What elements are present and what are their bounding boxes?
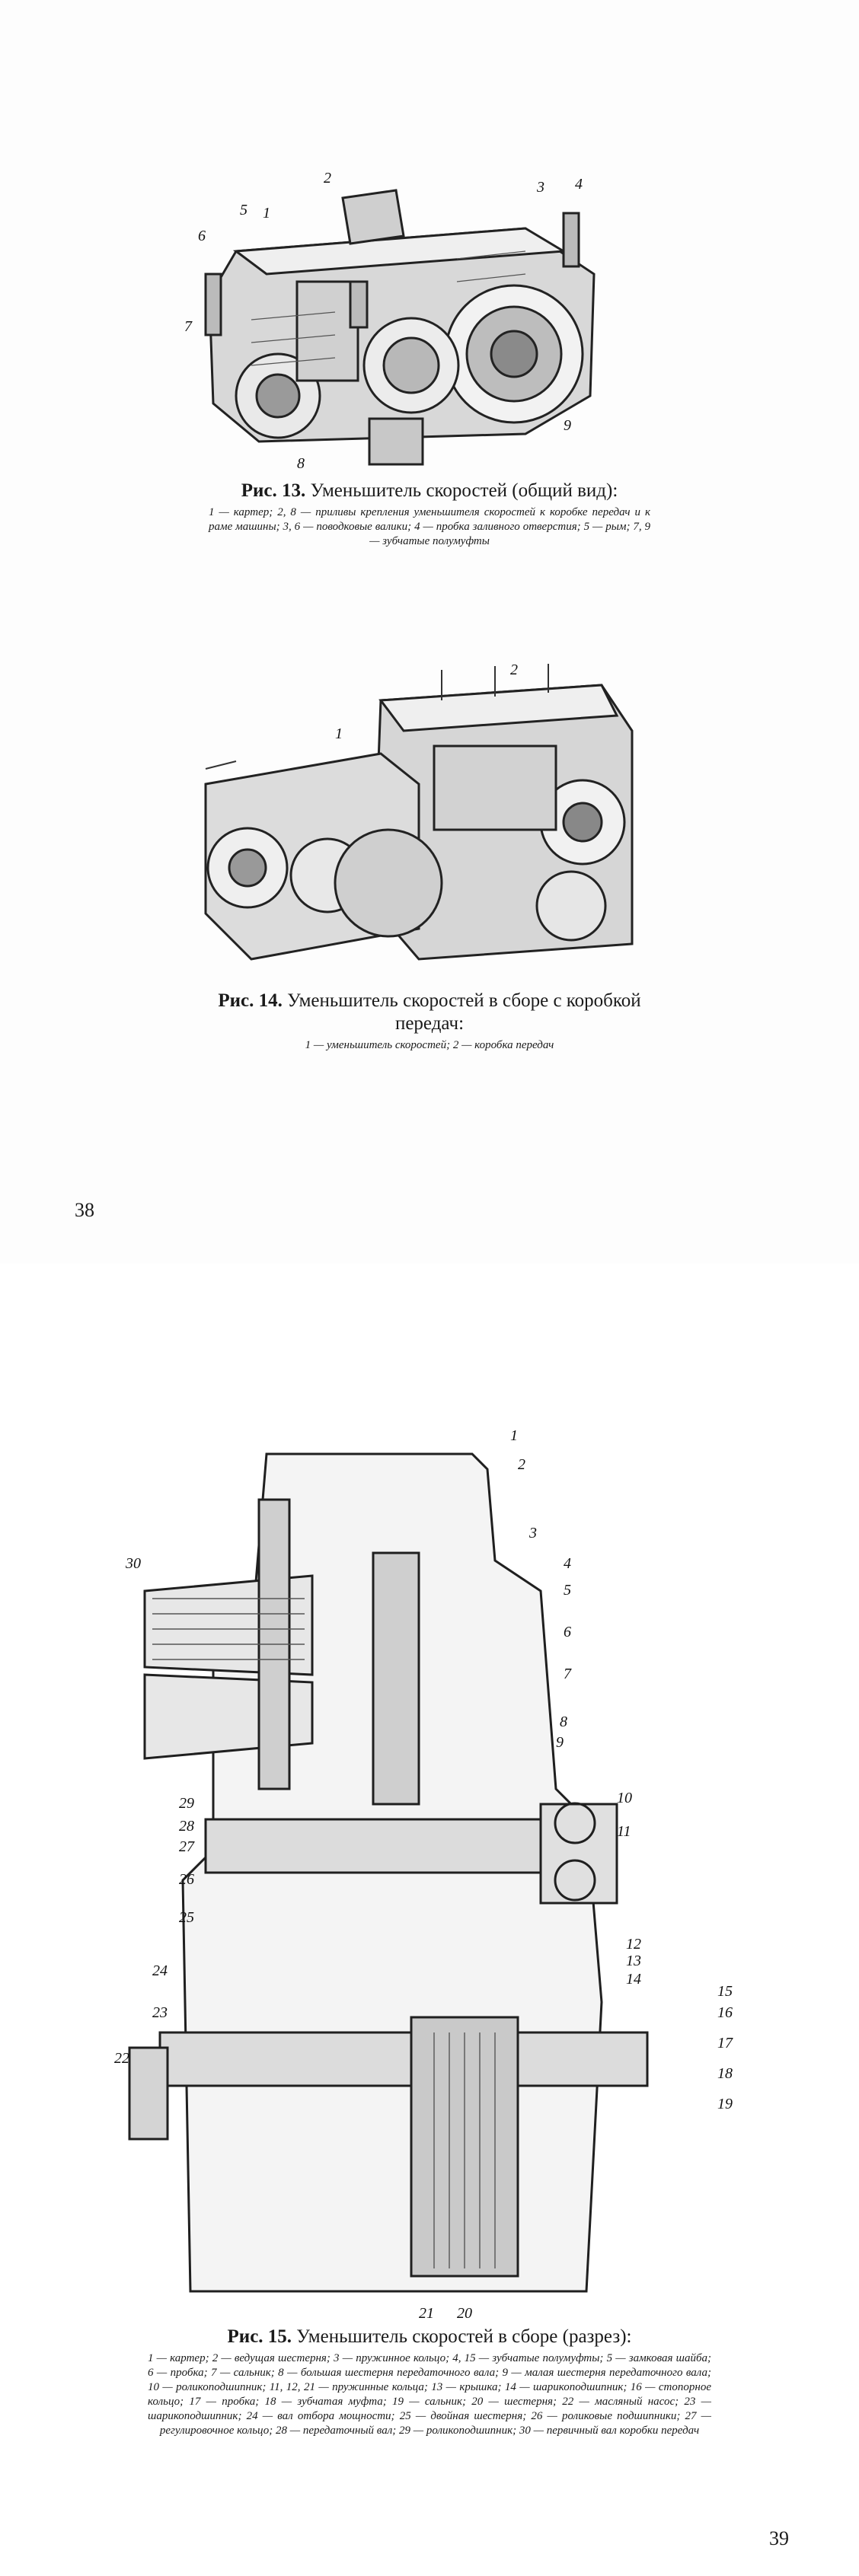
- fig15-label: Рис. 15.: [227, 2326, 292, 2347]
- callout-2: 2: [518, 1456, 525, 1473]
- callout-19: 19: [717, 2096, 733, 2112]
- callout-8: 8: [560, 1714, 567, 1730]
- callout-20: 20: [457, 2305, 472, 2322]
- callout-3: 3: [536, 179, 544, 196]
- callout-4: 4: [575, 176, 583, 193]
- callout-2: 2: [324, 170, 331, 187]
- callout-29: 29: [179, 1795, 194, 1812]
- fig14-drawing: [190, 655, 647, 974]
- callout-22: 22: [114, 2050, 129, 2067]
- callout-6: 6: [198, 228, 206, 244]
- callout-17: 17: [717, 2035, 733, 2052]
- callout-16: 16: [717, 2004, 733, 2021]
- fig15-caption: Рис. 15. Уменьшитель скоростей в сборе (…: [0, 2326, 859, 2438]
- callout-1: 1: [263, 205, 270, 222]
- fig14-label: Рис. 14.: [218, 990, 283, 1011]
- fig15-legend: 1 — картер; 2 — ведущая шестерня; 3 — пр…: [148, 2352, 711, 2437]
- page-39: 1 2 3 4 5 6 7 8 9 10 11 12 13 14 15 16 1…: [0, 1264, 859, 2576]
- page-number: 39: [769, 2527, 789, 2549]
- callout-28: 28: [179, 1818, 194, 1835]
- callout-1: 1: [335, 725, 343, 742]
- callout-18: 18: [717, 2065, 733, 2082]
- callout-14: 14: [626, 1971, 641, 1988]
- callout-7: 7: [184, 318, 193, 335]
- callout-4: 4: [564, 1555, 571, 1572]
- callout-2: 2: [510, 662, 518, 678]
- callout-9: 9: [564, 417, 571, 434]
- callout-1: 1: [510, 1427, 518, 1444]
- callout-15: 15: [717, 1983, 733, 2000]
- callout-12: 12: [626, 1936, 641, 1953]
- callout-23: 23: [152, 2004, 168, 2021]
- fig15-callouts: 1 2 3 4 5 6 7 8 9 10 11 12 13 14 15 16 1…: [114, 1427, 733, 2322]
- fig14-legend: 1 — уменьшитель скоростей; 2 — коробка п…: [305, 1039, 554, 1051]
- fig13-label: Рис. 13.: [241, 480, 306, 501]
- callout-3: 3: [528, 1525, 537, 1541]
- fig14-callouts: 1 2: [335, 662, 518, 742]
- callout-21: 21: [419, 2305, 434, 2322]
- callout-25: 25: [179, 1909, 194, 1926]
- callout-27: 27: [179, 1838, 195, 1855]
- callout-11: 11: [617, 1823, 631, 1840]
- callout-5: 5: [564, 1582, 571, 1599]
- fig14-caption: Рис. 14. Уменьшитель скоростей в сборе с…: [0, 990, 859, 1053]
- callout-30: 30: [125, 1555, 141, 1572]
- fig13-caption: Рис. 13. Уменьшитель скоростей (общий ви…: [0, 480, 859, 549]
- fig15-drawing: [114, 1423, 739, 2322]
- callout-24: 24: [152, 1962, 168, 1979]
- callout-9: 9: [556, 1734, 564, 1751]
- callout-8: 8: [297, 455, 305, 472]
- fig13-callouts: 6 5 1 2 3 4 7 8 9: [184, 170, 583, 472]
- fig15-title: Уменьшитель скоростей в сборе (разрез):: [296, 2326, 632, 2347]
- page-number: 38: [75, 1199, 94, 1221]
- fig13-drawing: [168, 167, 640, 480]
- callout-26: 26: [179, 1871, 194, 1888]
- fig13-legend: 1 — картер; 2, 8 — приливы крепления уме…: [209, 506, 650, 547]
- page-38: 6 5 1 2 3 4 7 8 9 Рис. 13. Уменьшитель с…: [0, 0, 859, 1264]
- fig13-title: Уменьшитель скоростей (общий вид):: [310, 480, 618, 501]
- fig14-title: Уменьшитель скоростей в сборе с коробкой…: [287, 990, 641, 1034]
- callout-6: 6: [564, 1624, 571, 1640]
- callout-7: 7: [564, 1666, 572, 1682]
- callout-13: 13: [626, 1953, 641, 1969]
- callout-5: 5: [240, 202, 247, 218]
- callout-10: 10: [617, 1790, 632, 1806]
